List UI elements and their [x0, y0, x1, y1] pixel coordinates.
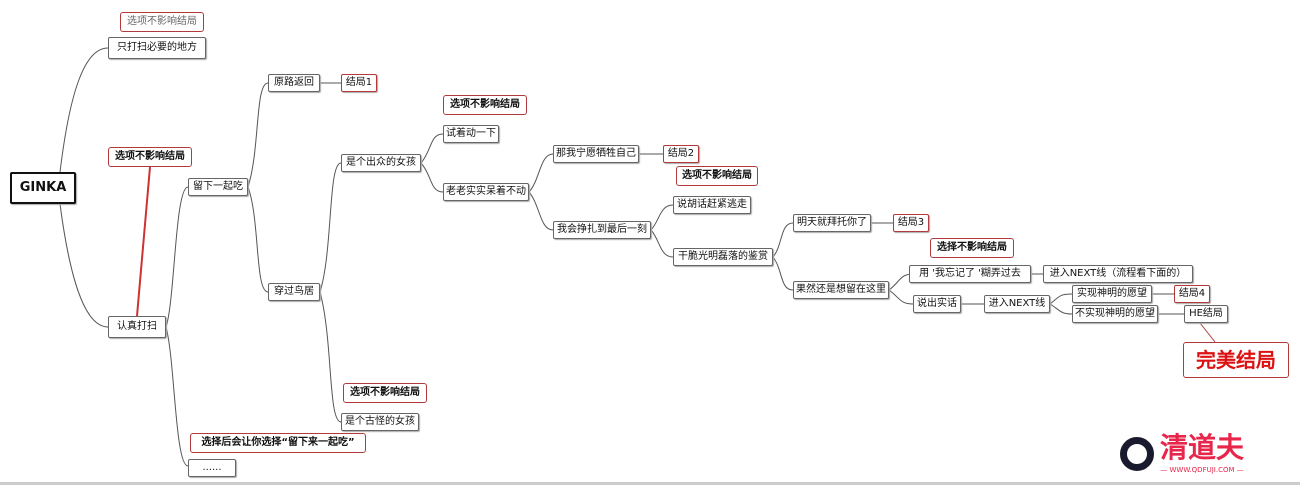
node-fulfill[interactable]: 实现神明的愿望	[1072, 285, 1152, 303]
callout-perfect-ending: 完美结局	[1183, 342, 1289, 378]
watermark-url: — WWW.QDFUJI.COM —	[1160, 466, 1244, 474]
node-end1[interactable]: 结局1	[341, 74, 377, 92]
node-appreciate[interactable]: 干脆光明磊落的鉴赏	[673, 248, 773, 266]
callout-note: 选项不影响结局	[120, 12, 204, 32]
node-dots[interactable]: ......	[188, 459, 236, 477]
node-end2[interactable]: 结局2	[663, 145, 699, 163]
root-node[interactable]: GINKA	[10, 172, 76, 204]
callout-note: 选择后会让你选择“留下来一起吃”	[190, 433, 366, 453]
node-clean[interactable]: 认真打扫	[108, 316, 166, 338]
watermark-logo: 清道夫 — WWW.QDFUJI.COM —	[1120, 432, 1244, 475]
node-next-flow[interactable]: 进入NEXT线（流程看下面的）	[1043, 265, 1193, 283]
node-strange[interactable]: 是个古怪的女孩	[341, 413, 419, 431]
node-try-move[interactable]: 试着动一下	[443, 125, 499, 143]
q-logo-icon	[1120, 436, 1154, 471]
node-truth[interactable]: 说出实话	[913, 295, 961, 313]
node-forgot[interactable]: 用 '我忘记了 '糊弄过去	[909, 265, 1031, 283]
callout-note: 选项不影响结局	[676, 166, 758, 186]
node-stay-still[interactable]: 老老实实呆着不动	[443, 183, 529, 201]
node-sacrifice[interactable]: 那我宁愿牺牲自己	[553, 145, 639, 163]
callout-note: 选项不影响结局	[108, 147, 192, 167]
watermark-name: 清道夫	[1160, 431, 1245, 464]
node-he-end[interactable]: HE结局	[1184, 305, 1228, 323]
node-tomorrow[interactable]: 明天就拜托你了	[793, 214, 871, 232]
node-outstanding[interactable]: 是个出众的女孩	[341, 154, 421, 172]
node-struggle[interactable]: 我会挣扎到最后一刻	[553, 221, 651, 239]
node-stay-eat[interactable]: 留下一起吃	[188, 178, 248, 196]
callout-note: 选项不影响结局	[343, 383, 427, 403]
node-end3[interactable]: 结局3	[893, 214, 929, 232]
callout-note: 选项不影响结局	[443, 95, 527, 115]
bottom-divider	[0, 482, 1300, 485]
node-next[interactable]: 进入NEXT线	[984, 295, 1050, 313]
node-torii[interactable]: 穿过鸟居	[268, 283, 320, 301]
node-return[interactable]: 原路返回	[268, 74, 320, 92]
watermark-text: 清道夫 — WWW.QDFUJI.COM —	[1160, 432, 1244, 475]
node-nonsense[interactable]: 说胡话赶紧逃走	[673, 196, 751, 214]
node-want-stay[interactable]: 果然还是想留在这里	[793, 281, 889, 299]
node-end4[interactable]: 结局4	[1174, 285, 1210, 303]
callout-note: 选择不影响结局	[930, 238, 1014, 258]
node-not-fulfill[interactable]: 不实现神明的愿望	[1072, 305, 1158, 323]
node-only-clean[interactable]: 只打扫必要的地方	[108, 37, 206, 59]
